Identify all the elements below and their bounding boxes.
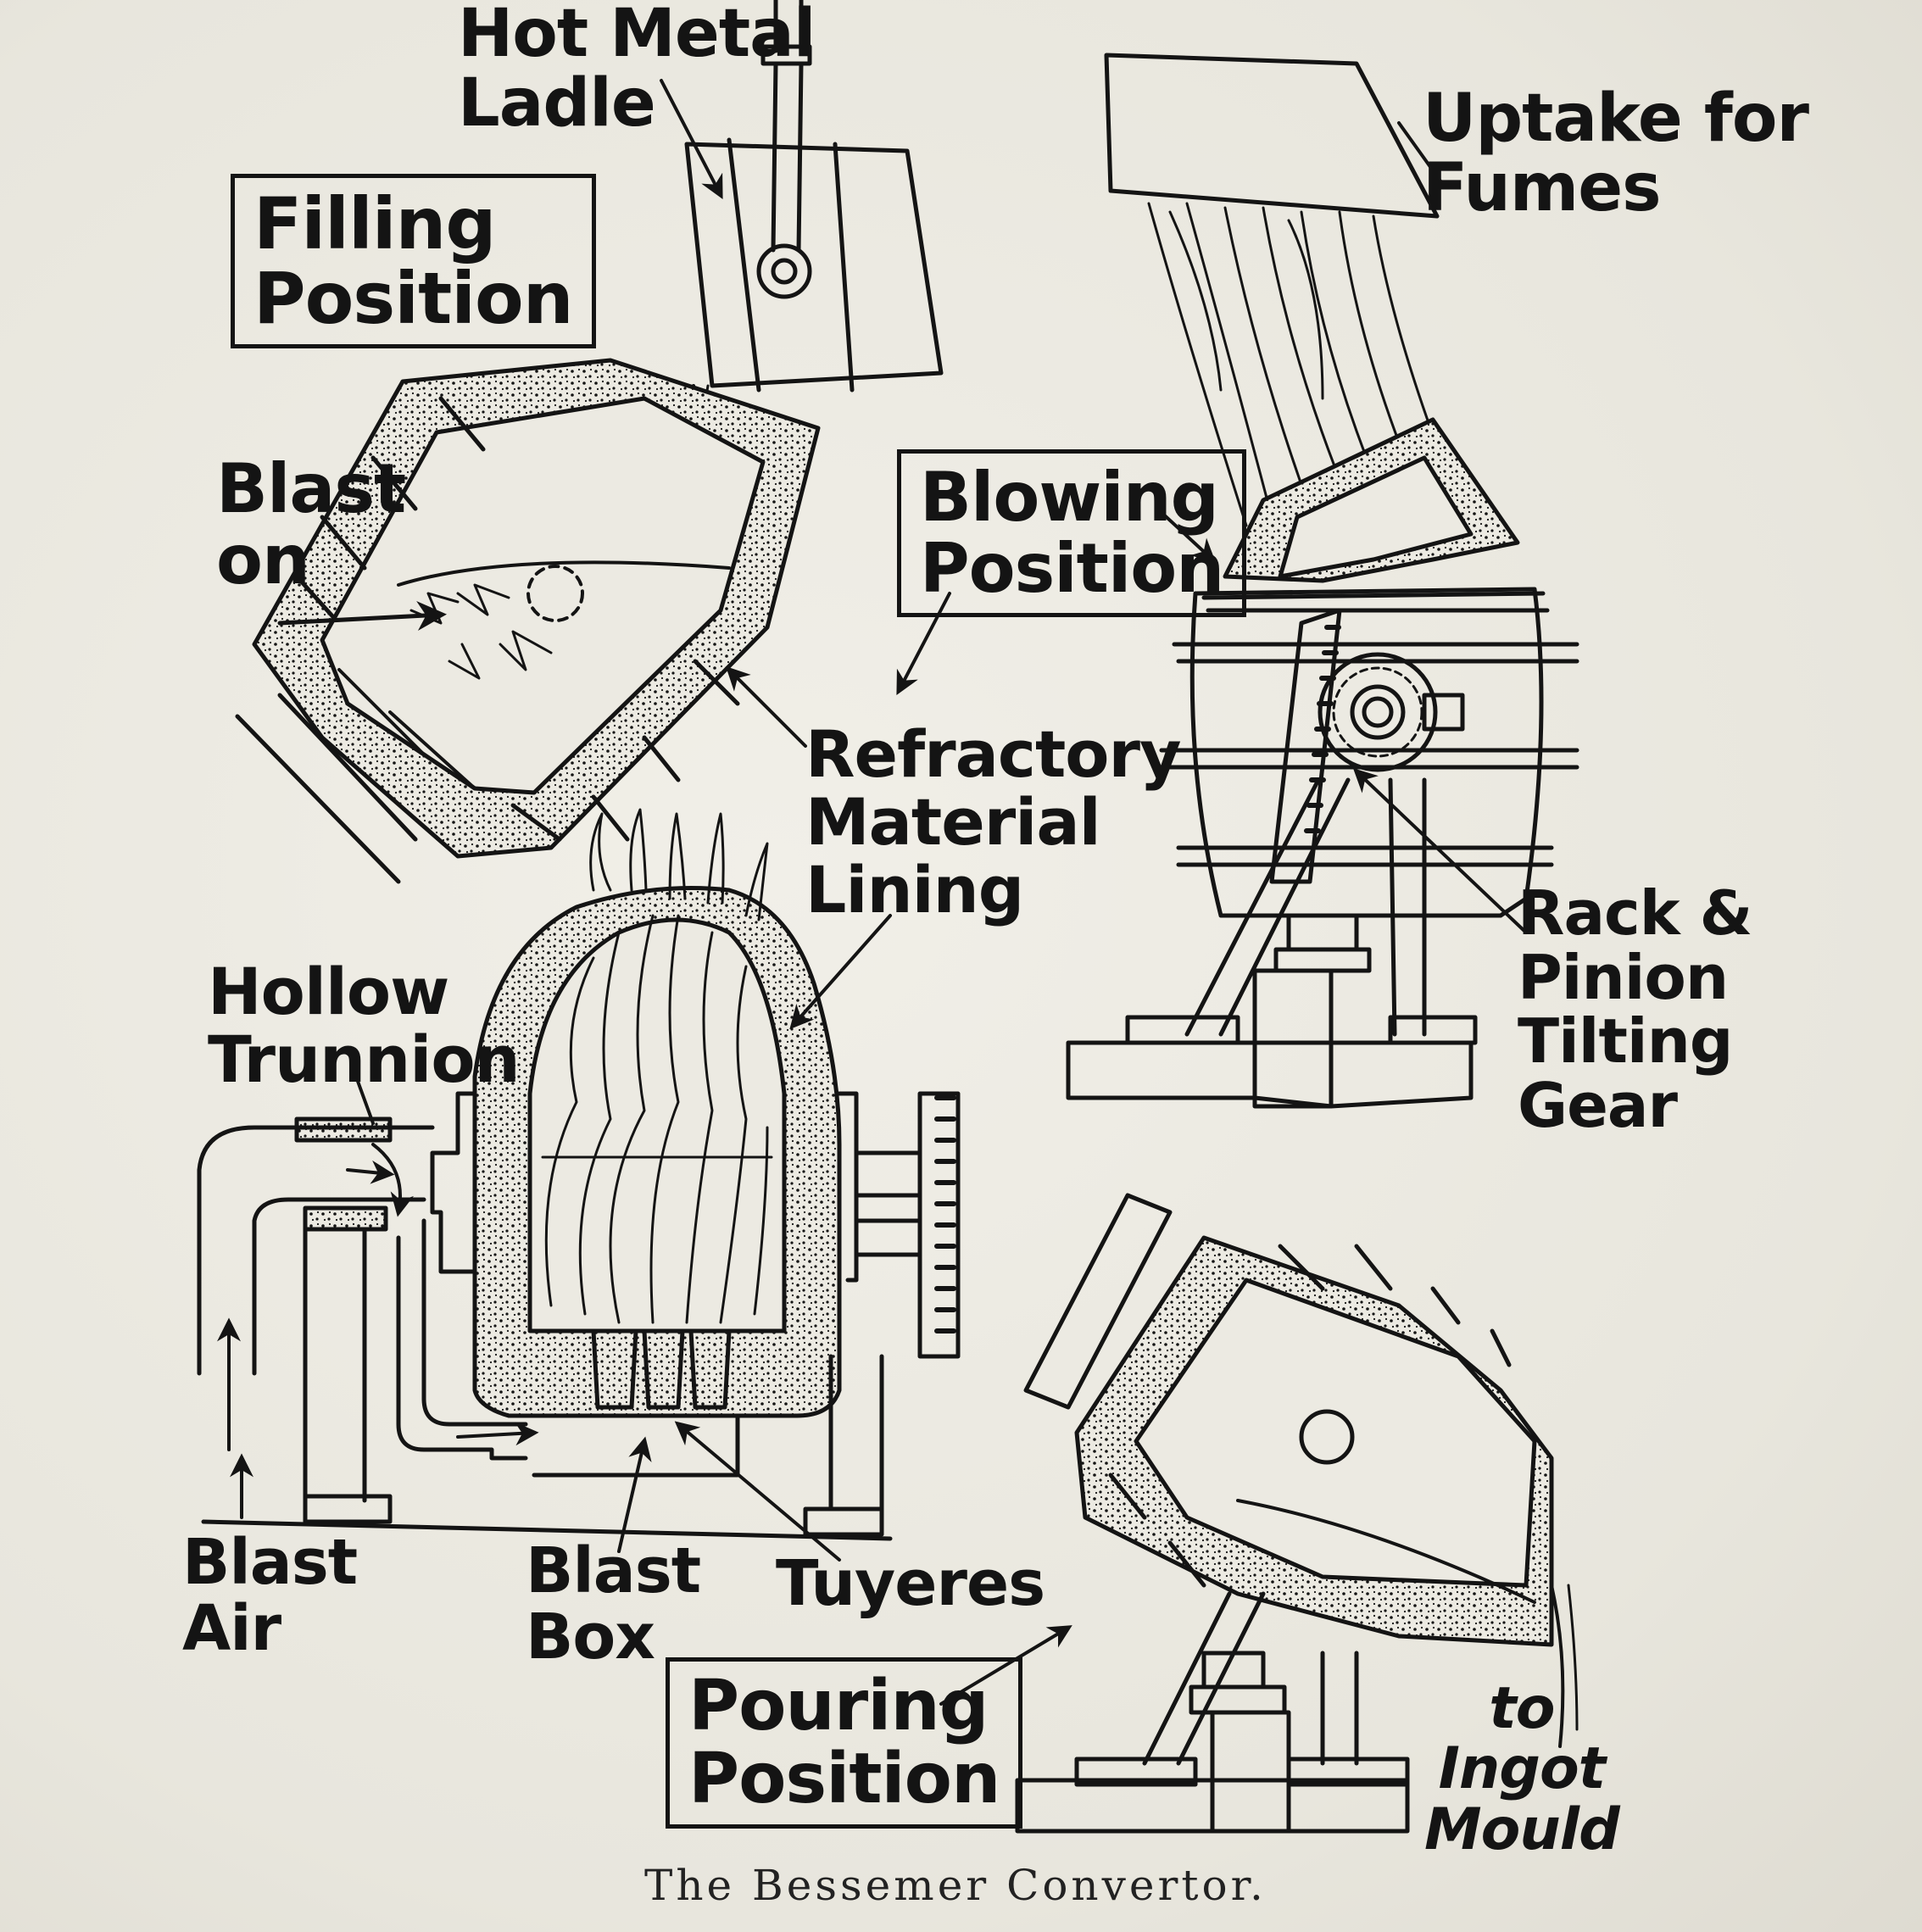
figure-caption-text: The Bessemer Convertor. [644, 1861, 1267, 1910]
label-hot-metal-ladle-text: Hot Metal Ladle [458, 0, 816, 142]
hollow-trunnion-pipe [197, 1116, 740, 1503]
label-tuyeres: Tuyeres [776, 1551, 1045, 1617]
label-blast-on: Blast on [216, 454, 406, 596]
label-filling-position-text: Filling Position [253, 182, 574, 341]
rack-pinion-gear [1269, 608, 1465, 884]
label-uptake-for-fumes: Uptake for Fumes [1423, 84, 1809, 224]
label-blast-air-text: Blast Air [182, 1526, 358, 1665]
label-rack-pinion-text: Rack & Pinion Tilting Gear [1518, 877, 1752, 1141]
label-rack-pinion: Rack & Pinion Tilting Gear [1518, 881, 1752, 1138]
label-refractory-lining: Refractory Material Lining [805, 721, 1182, 923]
label-hot-metal-ladle: Hot Metal Ladle [458, 0, 816, 139]
label-blast-box-text: Blast Box [526, 1534, 701, 1673]
label-pouring-position: Pouring Position [666, 1657, 1023, 1829]
filling-vessel [235, 358, 821, 884]
label-blast-box: Blast Box [526, 1538, 701, 1670]
label-hollow-trunnion-text: Hollow Trunnion [208, 954, 521, 1097]
label-filling-position: Filling Position [231, 174, 596, 349]
filling-position-convertor [235, 0, 944, 884]
label-tuyeres-text: Tuyeres [776, 1547, 1045, 1620]
label-to-ingot-mould: to Ingot Mould [1424, 1679, 1620, 1860]
uptake-hood [1104, 53, 1440, 219]
label-blast-air: Blast Air [182, 1529, 358, 1662]
hot-metal-ladle [684, 0, 944, 393]
leader-lines [230, 79, 1528, 1706]
label-to-ingot-mould-text: to Ingot Mould [1424, 1675, 1620, 1863]
label-uptake-for-fumes-text: Uptake for Fumes [1423, 81, 1809, 226]
convertor-section [197, 808, 961, 1541]
flames [544, 808, 769, 1324]
figure-caption: The Bessemer Convertor. [644, 1861, 1267, 1910]
label-blowing-position-text: Blowing Position [920, 458, 1224, 608]
label-blowing-position: Blowing Position [897, 449, 1247, 617]
label-hollow-trunnion: Hollow Trunnion [208, 958, 521, 1094]
tilting-gear-wheel [917, 1091, 961, 1359]
blowing-position-convertor [1066, 53, 1579, 1109]
label-pouring-position-text: Pouring Position [688, 1666, 1000, 1820]
label-refractory-lining-text: Refractory Material Lining [805, 716, 1182, 927]
pouring-position-convertor [1015, 1193, 1579, 1834]
label-blast-on-text: Blast on [216, 449, 406, 599]
